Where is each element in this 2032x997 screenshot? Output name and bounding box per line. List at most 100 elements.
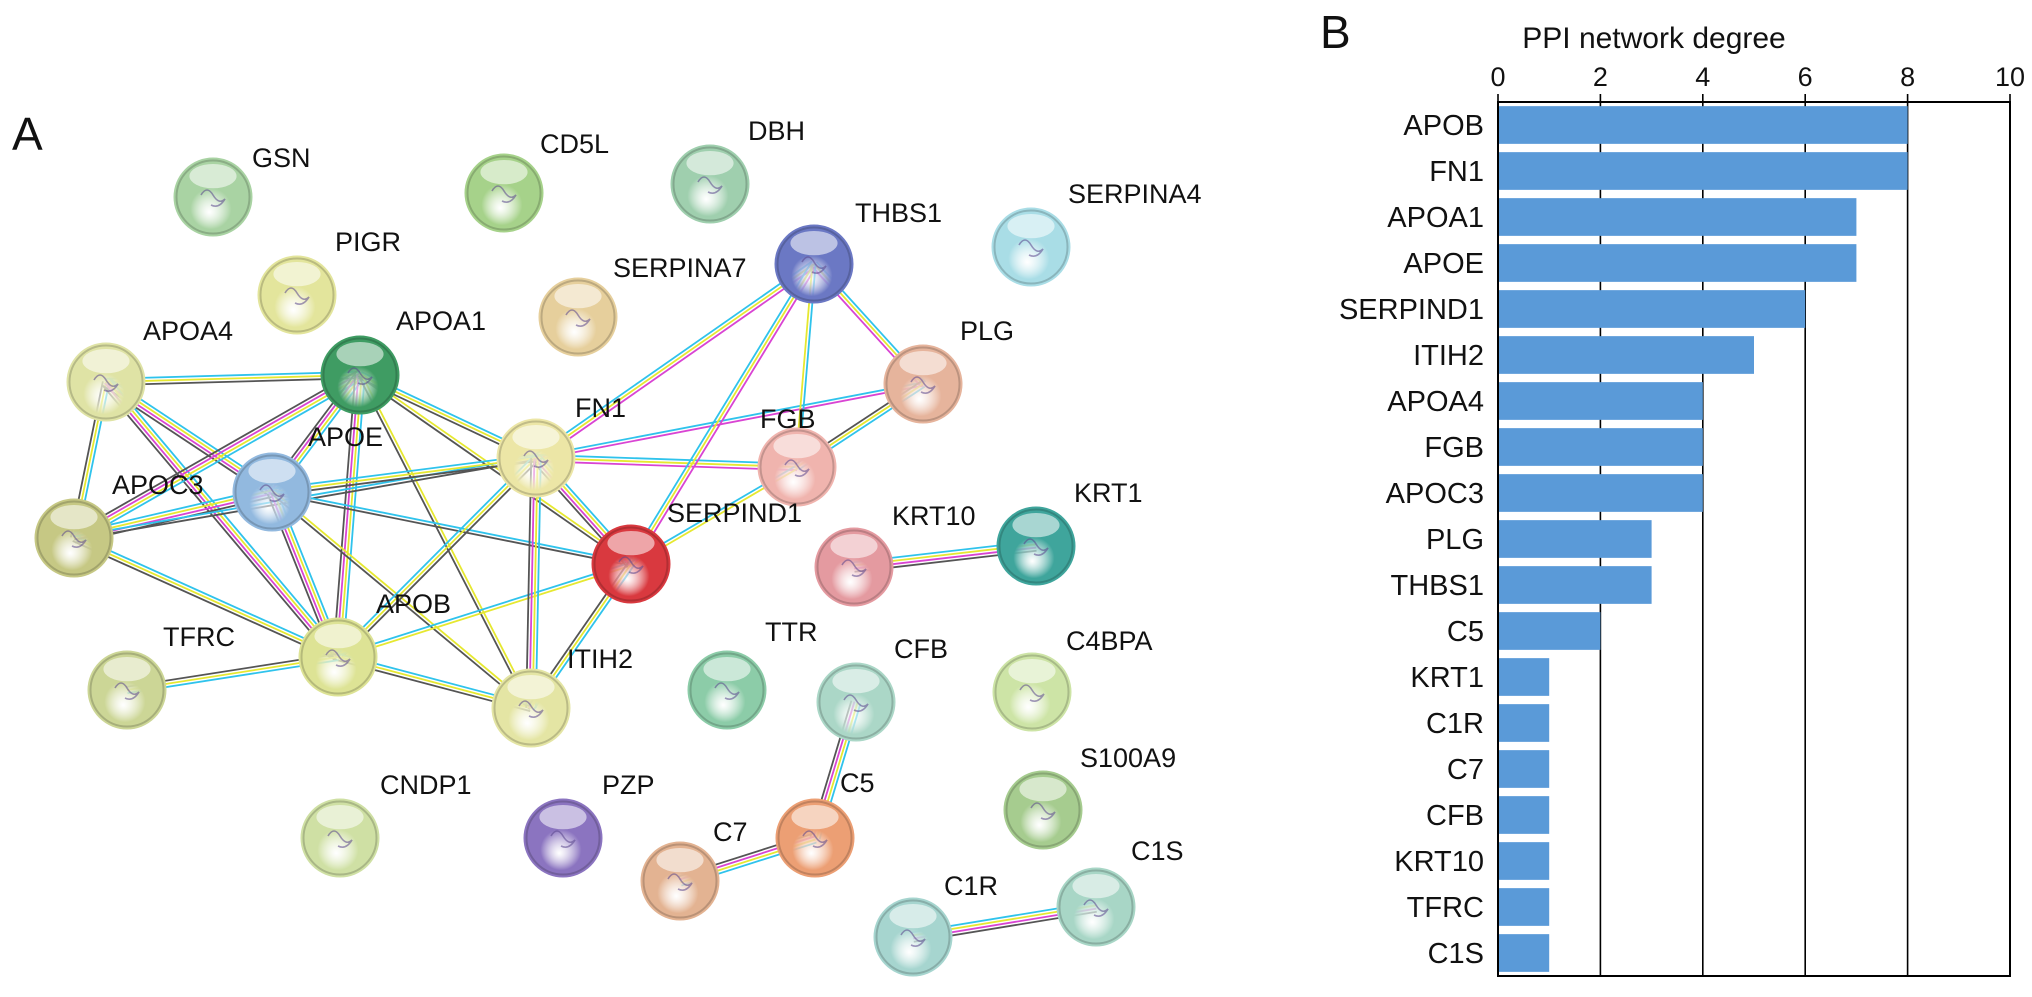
node-highlight [316, 804, 364, 830]
protein-structure-icon [284, 287, 310, 305]
node-s100a9[interactable]: S100A9 [1003, 743, 1176, 850]
x-tick-label: 4 [1695, 62, 1710, 92]
node-apoe[interactable]: APOE [232, 422, 383, 532]
edge-evidence-line [535, 460, 797, 472]
edge-evidence-line [337, 561, 631, 657]
node-plg[interactable]: PLG [883, 316, 1014, 424]
edge-apoa1-apob [332, 374, 366, 658]
node-rim [68, 344, 144, 420]
node-label: CNDP1 [380, 770, 472, 800]
node-apoc3[interactable]: APOC3 [34, 470, 204, 578]
node-label: S100A9 [1080, 743, 1176, 773]
protein-structure-icon [900, 929, 926, 947]
edge-evidence-line [272, 460, 537, 497]
panel-a-letter: A [12, 108, 43, 160]
category-label: CFB [1426, 800, 1484, 832]
edge-evidence-line [108, 378, 343, 655]
node-label: THBS1 [855, 198, 942, 228]
node-c5[interactable]: C5 [775, 768, 875, 878]
category-label: SERPIND1 [1339, 294, 1484, 326]
category-label: TFRC [1407, 892, 1484, 924]
node-gsn[interactable]: GSN [173, 143, 311, 237]
node-apoa4[interactable]: APOA4 [66, 316, 233, 422]
edge-evidence-line [332, 374, 357, 657]
node-label: C1R [944, 871, 998, 901]
node-rim [816, 529, 892, 605]
node-c1s[interactable]: C1S [1056, 836, 1184, 947]
node-highlight [507, 674, 555, 700]
node-label: CFB [894, 634, 948, 664]
category-label: APOA1 [1387, 202, 1484, 234]
node-apoa1[interactable]: APOA1 [320, 306, 486, 415]
node-fgb[interactable]: FGB [757, 404, 837, 507]
node-c7[interactable]: C7 [640, 817, 748, 921]
node-highlight [791, 804, 839, 830]
x-tick-label: 2 [1593, 62, 1608, 92]
node-dbh[interactable]: DBH [670, 116, 805, 224]
node-serpina4[interactable]: SERPINA4 [991, 179, 1202, 287]
node-label: SERPINA4 [1068, 179, 1202, 209]
node-rim [493, 670, 569, 746]
node-c4bpa[interactable]: C4BPA [992, 626, 1153, 732]
node-rim [689, 652, 765, 728]
node-rim [759, 429, 835, 505]
node-rim [593, 526, 669, 602]
node-cfb[interactable]: CFB [816, 634, 948, 742]
node-apob[interactable]: APOB [298, 589, 451, 697]
node-highlight [686, 150, 734, 176]
node-highlight [889, 903, 937, 929]
node-pzp[interactable]: PZP [523, 770, 655, 878]
node-cd5l[interactable]: CD5L [464, 129, 609, 233]
node-krt10[interactable]: KRT10 [814, 501, 976, 607]
node-pigr[interactable]: PIGR [257, 227, 401, 335]
category-label: C7 [1447, 754, 1484, 786]
node-label: C4BPA [1066, 626, 1153, 656]
node-highlight [554, 283, 602, 309]
node-cndp1[interactable]: CNDP1 [300, 770, 472, 878]
node-ttr[interactable]: TTR [687, 617, 817, 730]
node-rim [875, 899, 951, 975]
node-krt1[interactable]: KRT1 [996, 478, 1143, 586]
node-label: SERPIND1 [667, 498, 802, 528]
node-label: APOA4 [143, 316, 233, 346]
node-label: SERPINA7 [613, 253, 747, 283]
category-label: KRT10 [1394, 846, 1484, 878]
edge-evidence-line [525, 457, 533, 708]
protein-structure-icon [259, 484, 285, 502]
protein-structure-icon [784, 459, 810, 477]
bar-fn1 [1498, 152, 1908, 190]
node-rim [302, 800, 378, 876]
protein-structure-icon [1030, 802, 1056, 820]
edge-evidence-line [271, 453, 536, 490]
panel-b-letter: B [1320, 6, 1351, 58]
edge-apoc3-apob [72, 534, 340, 661]
edge-apob-serpind1 [337, 561, 632, 660]
node-rim [994, 654, 1070, 730]
node-label: APOC3 [112, 470, 204, 500]
bar-krt1 [1498, 658, 1550, 696]
edge-apoa1-serpind1 [358, 372, 633, 567]
node-c1r[interactable]: C1R [873, 871, 998, 977]
edge-evidence-line [271, 457, 537, 493]
bar-krt10 [1498, 842, 1550, 880]
node-rim [300, 619, 376, 695]
node-tfrc[interactable]: TFRC [87, 622, 235, 730]
edge-apob-fn1 [335, 455, 539, 660]
node-fn1[interactable]: FN1 [496, 393, 626, 498]
edge-evidence-line [533, 260, 813, 457]
protein-structure-icon [550, 830, 576, 848]
node-thbs1[interactable]: THBS1 [774, 198, 942, 304]
node-serpind1[interactable]: SERPIND1 [591, 498, 802, 604]
node-serpina7[interactable]: SERPINA7 [538, 253, 747, 357]
node-highlight [832, 668, 880, 694]
node-label: APOE [308, 422, 383, 452]
node-label: PZP [602, 770, 655, 800]
edge-evidence-line [72, 540, 338, 661]
node-highlight [1019, 776, 1067, 802]
edge-evidence-line [341, 375, 366, 658]
node-highlight [480, 159, 528, 185]
node-itih2[interactable]: ITIH2 [491, 644, 633, 748]
